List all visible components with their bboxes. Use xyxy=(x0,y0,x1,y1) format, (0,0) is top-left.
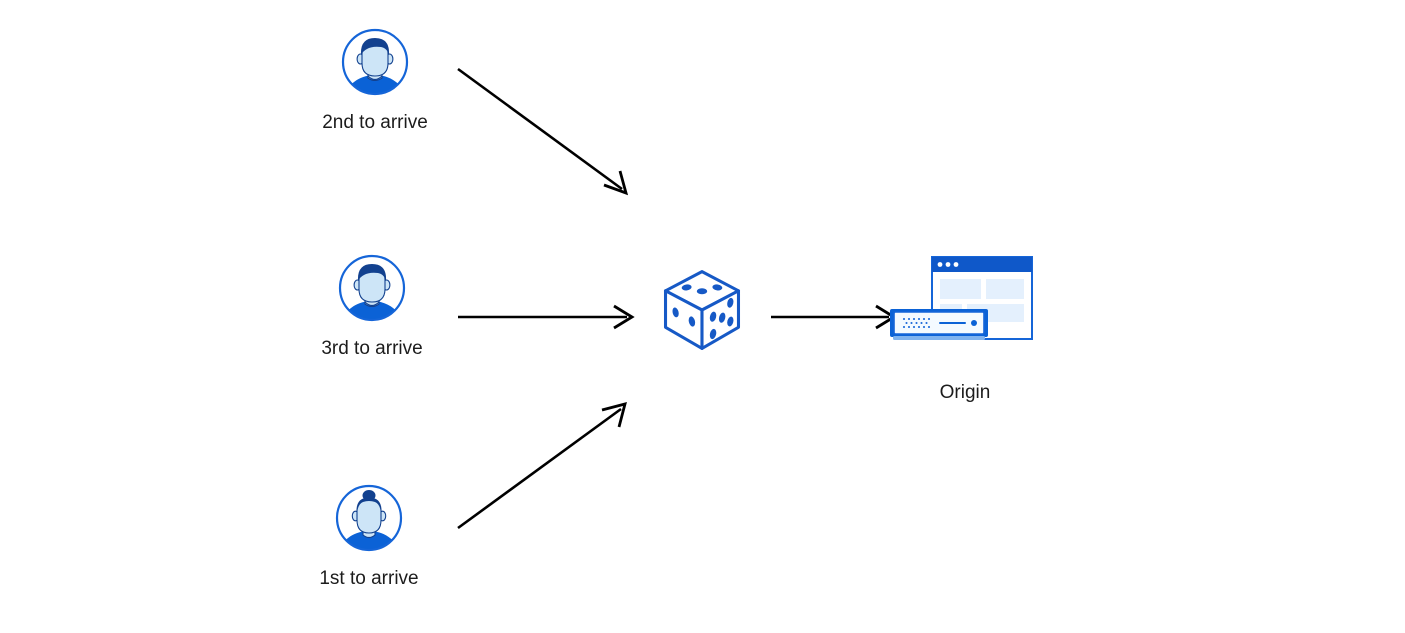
node-origin[interactable]: Origin xyxy=(880,252,1050,406)
node-user-3rd[interactable]: 3rd to arrive xyxy=(277,252,467,362)
node-label-origin: Origin xyxy=(939,382,991,403)
user-avatar-male-short-hair-icon xyxy=(338,254,406,322)
arrow-3rd-to-dice xyxy=(458,304,635,330)
user-avatar-female-bun-hair-icon xyxy=(335,484,403,552)
server-device-shape xyxy=(890,309,988,340)
node-user-2nd[interactable]: 2nd to arrive xyxy=(280,26,470,136)
dice-cube-icon xyxy=(663,270,741,350)
arrow-2nd-to-dice xyxy=(457,67,629,196)
browser-window-with-server-icon xyxy=(890,256,1033,340)
node-dice-randomizer[interactable] xyxy=(652,262,752,358)
node-label-user-2nd: 2nd to arrive xyxy=(322,112,428,133)
user-avatar-male-short-hair-icon xyxy=(341,28,409,96)
node-label-user-1st: 1st to arrive xyxy=(319,568,419,589)
arrow-dice-to-origin xyxy=(771,304,897,330)
node-user-1st[interactable]: 1st to arrive xyxy=(274,482,464,592)
arrow-1st-to-dice xyxy=(457,402,627,530)
node-label-user-3rd: 3rd to arrive xyxy=(321,338,423,359)
